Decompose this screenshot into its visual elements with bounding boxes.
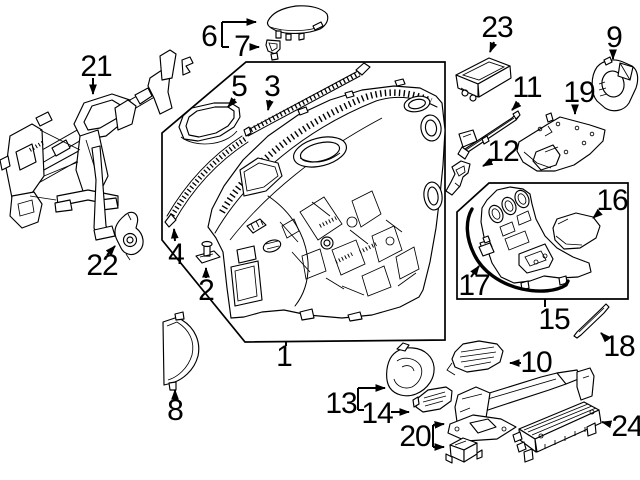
part-amplifier-24	[512, 401, 602, 463]
callout-label-19[interactable]: 19	[563, 76, 595, 109]
part-trim-molding-11	[457, 110, 521, 160]
callout-label-21[interactable]: 21	[80, 50, 112, 83]
part-bracket-12	[445, 160, 471, 196]
part-wiring-harness-17	[465, 207, 570, 293]
part-trim-strip-3	[243, 62, 371, 137]
callout-label-9[interactable]: 9	[606, 21, 623, 54]
callout-label-10[interactable]: 10	[520, 346, 552, 379]
group-box-main-panel	[161, 61, 446, 343]
callout-label-13[interactable]: 13	[325, 387, 357, 420]
part-speaker-grille-6	[266, 5, 329, 41]
callout-label-7[interactable]: 7	[234, 30, 251, 63]
part-bracket-22	[114, 211, 144, 261]
callout-arrows	[89, 18, 617, 451]
part-crossmember-21	[0, 49, 194, 241]
part-instrument-panel-1	[207, 78, 446, 322]
callout-label-1[interactable]: 1	[276, 340, 293, 373]
part-air-duct-13	[386, 342, 435, 397]
part-trim-strip-18	[573, 303, 610, 339]
callout-label-3[interactable]: 3	[264, 70, 281, 103]
part-vent-grille-10	[446, 340, 504, 376]
callout-label-16[interactable]: 16	[596, 184, 628, 217]
part-trim-strip-4	[164, 135, 249, 228]
part-lower-panel-19	[516, 112, 606, 172]
part-airbag-module-23	[455, 57, 512, 102]
callout-label-22[interactable]: 22	[86, 249, 118, 282]
part-end-cap-8	[162, 311, 200, 391]
part-console-cover-16	[552, 212, 601, 250]
part-display-bezel-5	[178, 102, 241, 145]
callout-label-14[interactable]: 14	[361, 397, 393, 430]
callout-label-17[interactable]: 17	[458, 269, 490, 302]
callout-label-23[interactable]: 23	[481, 11, 513, 44]
part-retainer-clip-2	[195, 240, 221, 264]
part-vent-housing-14	[412, 386, 453, 413]
group-box-console	[456, 182, 629, 300]
callout-label-2[interactable]: 2	[198, 274, 215, 307]
callout-label-8[interactable]: 8	[167, 394, 184, 427]
callout-label-6[interactable]: 6	[201, 20, 218, 53]
callout-label-24[interactable]: 24	[611, 410, 640, 443]
callout-label-15[interactable]: 15	[538, 303, 570, 336]
callout-label-18[interactable]: 18	[603, 330, 635, 363]
part-side-air-outlet-9	[591, 56, 639, 112]
callout-label-4[interactable]: 4	[168, 238, 185, 271]
callout-label-12[interactable]: 12	[487, 135, 519, 168]
part-grille-clip-7	[265, 39, 281, 61]
callout-label-5[interactable]: 5	[231, 70, 248, 103]
callout-label-11[interactable]: 11	[512, 71, 542, 104]
part-mounting-bracket-20	[445, 367, 595, 464]
callout-label-20[interactable]: 20	[399, 420, 431, 453]
